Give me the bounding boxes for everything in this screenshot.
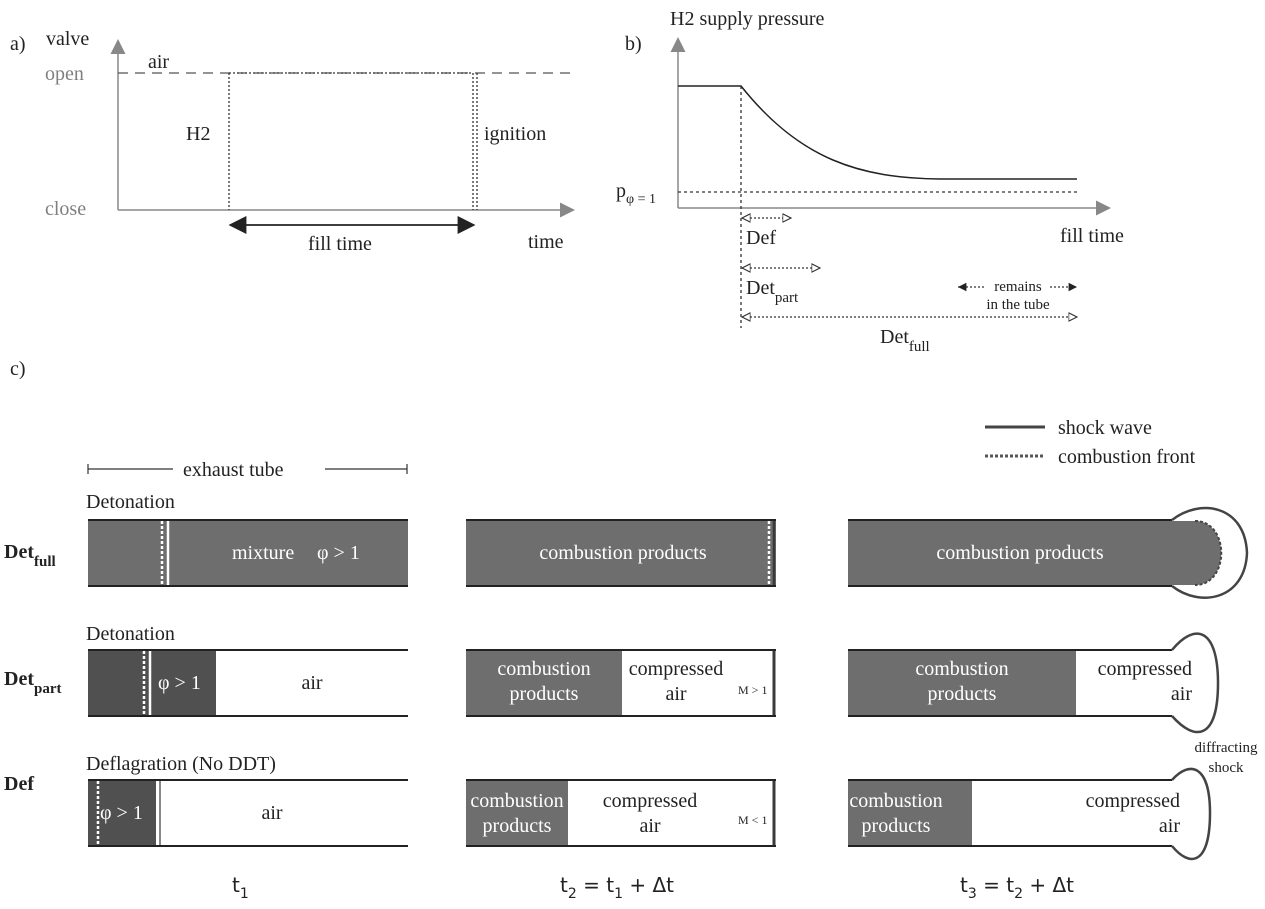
time-t1-label: t1 — [232, 873, 249, 902]
det-full-t1-mixture — [88, 520, 408, 586]
def-t2-products-label-1: combustion — [470, 790, 563, 812]
def-row-label: Def — [4, 773, 34, 795]
ignition-label: ignition — [484, 123, 546, 145]
p-phi-symbol: p — [616, 180, 626, 202]
det-part-t1-phi-label: φ > 1 — [158, 672, 201, 694]
def-t2-mach-label: M < 1 — [738, 813, 767, 827]
det-part-t2-air-label-1: compressed — [629, 658, 723, 680]
time-t2-eq: = t — [577, 873, 614, 897]
time-t2-base: t — [560, 873, 568, 897]
panel-a-label: a) — [10, 33, 26, 55]
time-t1-base: t — [232, 873, 240, 897]
fill-time-label: fill time — [308, 233, 372, 255]
def-t1-air-label: air — [261, 802, 282, 824]
det-part-row-sub: part — [34, 681, 62, 697]
det-part-t3-air-label-1: compressed — [1098, 658, 1192, 680]
det-part-t2-products-label-1: combustion — [497, 658, 590, 680]
remains-label-2: in the tube — [986, 297, 1050, 313]
det-full-subscript: full — [909, 339, 930, 355]
pressure-axis-label: H2 supply pressure — [670, 8, 825, 30]
legend-shock-label: shock wave — [1058, 417, 1152, 439]
det-part-t2-products-label-2: products — [510, 683, 579, 705]
det-full-row-base: Det — [4, 541, 34, 563]
time-t2-sub: 2 — [568, 886, 577, 902]
legend-combustion-label: combustion front — [1058, 446, 1196, 468]
det-part-t2-air-label-2: air — [665, 683, 686, 705]
time-t3-sub: 3 — [968, 886, 977, 902]
det-full-t2-products — [466, 520, 776, 586]
det-full-base: Det — [880, 326, 909, 348]
det-part-t3-products — [848, 650, 1076, 716]
det-part-t2-products — [466, 650, 622, 716]
def-t3-air-label-1: compressed — [1086, 790, 1180, 812]
panel-b: b) H2 supply pressure pφ = 1 Def Detpart… — [616, 8, 1124, 355]
det-full-t1-mixture-label: mixture — [232, 542, 294, 564]
panel-c: c) shock wave combustion front exhaust t… — [4, 358, 1258, 902]
valve-axis-label: valve — [46, 28, 89, 50]
open-label: open — [45, 63, 84, 85]
exhaust-tube-label: exhaust tube — [183, 459, 284, 481]
def-t3-products-label-2: products — [862, 815, 931, 837]
def-t2-air-label-2: air — [639, 815, 660, 837]
p-phi-label: pφ = 1 — [616, 180, 656, 207]
det-part-t1-air-label: air — [301, 672, 322, 694]
time-t3-base: t — [960, 873, 968, 897]
det-part-base: Det — [746, 277, 775, 299]
det-full-t3-products — [848, 521, 1222, 585]
det-part-row-base: Det — [4, 668, 34, 690]
def-t1-phi-label: φ > 1 — [100, 802, 143, 824]
det-part-t2-mach-label: M > 1 — [738, 683, 767, 697]
close-label: close — [45, 198, 86, 220]
det-part-t3-products-label-1: combustion — [915, 658, 1008, 680]
time-t3-label: t3 = t2 + Δt — [960, 873, 1074, 902]
fill-time-axis-label: fill time — [1060, 225, 1124, 247]
def-label: Def — [746, 227, 776, 249]
time-t1-sub: 1 — [240, 886, 249, 902]
det-part-label: Detpart — [746, 277, 799, 306]
det-part-row-title: Detonation — [86, 623, 175, 645]
def-t3-air-label-2: air — [1159, 815, 1180, 837]
def-t2-products-label-2: products — [483, 815, 552, 837]
det-full-t3-products-label: combustion products — [936, 542, 1103, 564]
time-t2-sub2: 1 — [614, 886, 623, 902]
det-full-t3-combustion-front — [1194, 520, 1223, 586]
det-full-row-title: Detonation — [86, 491, 175, 513]
det-part-subscript: part — [775, 290, 799, 306]
p-phi-subscript: φ = 1 — [626, 192, 656, 207]
panel-c-label: c) — [10, 358, 26, 380]
det-part-t3-shock — [1171, 632, 1220, 734]
h2-label: H2 — [186, 123, 210, 145]
time-axis-label: time — [528, 231, 564, 253]
supply-pressure-curve — [678, 85, 1077, 180]
def-t3-shock — [1171, 767, 1212, 861]
det-full-label: Detfull — [880, 326, 930, 355]
def-t2-products — [466, 780, 568, 846]
det-part-t3-air-label-2: air — [1171, 683, 1192, 705]
def-t1-mixture — [88, 780, 156, 846]
def-row-title: Deflagration (No DDT) — [86, 753, 276, 775]
diffracting-shock-label-1: diffracting — [1194, 740, 1258, 756]
det-full-row-sub: full — [34, 554, 56, 570]
det-part-t3-products-label-2: products — [928, 683, 997, 705]
air-label: air — [148, 51, 169, 73]
def-t3-products — [848, 780, 972, 846]
time-t3-tail: + Δt — [1023, 873, 1074, 897]
det-full-t2-products-label: combustion products — [539, 542, 706, 564]
time-t2-tail: + Δt — [623, 873, 674, 897]
time-t3-sub2: 2 — [1014, 886, 1023, 902]
def-t2-air-label-1: compressed — [603, 790, 697, 812]
remains-label-1: remains — [994, 279, 1042, 295]
det-full-row-label: Detfull — [4, 541, 56, 570]
time-t3-eq: = t — [977, 873, 1014, 897]
det-part-row-label: Detpart — [4, 668, 61, 697]
det-part-t1-mixture — [88, 650, 216, 716]
det-full-t1-phi-label: φ > 1 — [317, 542, 360, 564]
def-t3-products-label-1: combustion — [849, 790, 942, 812]
panel-b-label: b) — [625, 33, 642, 55]
diffracting-shock-label-2: shock — [1209, 760, 1244, 776]
panel-a: a) valve open close air H2 ignition fill… — [10, 28, 575, 255]
time-t2-label: t2 = t1 + Δt — [560, 873, 674, 902]
det-full-t3-shock — [1171, 506, 1249, 599]
